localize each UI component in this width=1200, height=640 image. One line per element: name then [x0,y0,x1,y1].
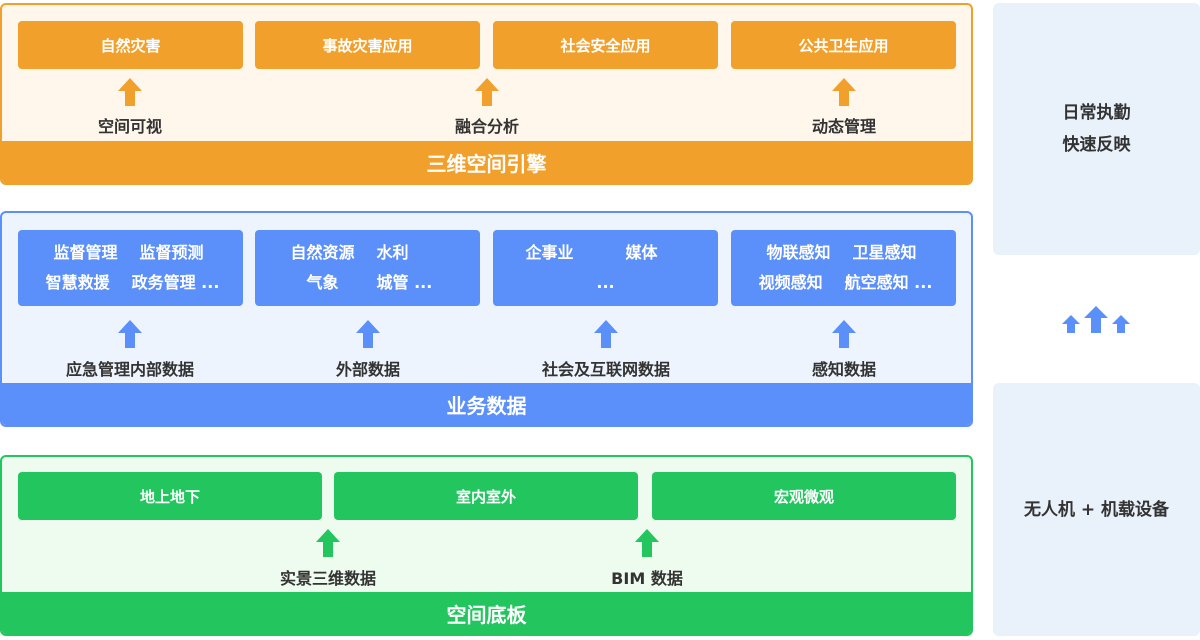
data-item: 水利 [376,243,409,262]
base-box-macro-micro: 宏观微观 [652,472,956,520]
base-box-above-below-ground: 地上地下 [18,472,322,520]
up-arrow-icon [356,320,380,348]
up-arrow-icon [118,320,142,348]
side-text-drone-equipment: 无人机 + 机载设备 [1023,499,1170,520]
data-item: 视频感知 [758,273,823,292]
caption-bim-data: BIM 数据 [611,569,683,588]
caption-sensing: 感知数据 [811,360,877,379]
caption-spatial-visual: 空间可视 [97,117,163,136]
data-box-emergency-internal: 监督管理 监督预测 智慧救援 政务管理 ... [18,230,243,306]
data-item: 监督管理 [53,243,118,262]
caption-social-internet: 社会及互联网数据 [541,360,671,379]
data-item: 航空感知 ... [844,273,933,292]
engine-layer: 自然灾害 事故灾害应用 社会安全应用 公共卫生应用 空间可视 融合分析 动态管理… [0,3,973,185]
up-arrow-icon [832,78,856,106]
app-box-public-health: 公共卫生应用 [731,21,956,69]
data-item: ... [596,273,615,292]
side-text-daily-duty: 日常执勤 [1062,103,1131,123]
up-arrow-icon [118,78,142,106]
app-box-natural-disaster: 自然灾害 [18,21,243,69]
data-item: 媒体 [625,243,658,262]
caption-fusion-analysis: 融合分析 [454,117,520,136]
up-arrow-icon [475,78,499,106]
side-panel-drone: 无人机 + 机载设备 [993,383,1200,636]
data-box-sensing: 物联感知 卫星感知 视频感知 航空感知 ... [731,230,956,306]
data-item: 监督预测 [139,243,204,262]
data-item: 卫星感知 [852,243,917,262]
business-data-layer-title: 业务数据 [2,383,971,425]
app-box-accident-disaster: 事故灾害应用 [255,21,480,69]
data-box-external: 自然资源 水利 气象 城管 ... [255,230,480,306]
spatial-base-layer-title: 空间底板 [2,592,971,634]
base-box-indoor-outdoor: 室内室外 [334,472,638,520]
engine-layer-title: 三维空间引擎 [2,141,971,183]
data-item: 物联感知 [766,243,831,262]
caption-emergency-internal: 应急管理内部数据 [65,360,195,379]
caption-dynamic-management: 动态管理 [811,117,877,136]
up-arrow-icon [832,320,856,348]
data-box-social-internet: 企事业 媒体 ... [493,230,718,306]
data-item: 城管 ... [376,273,433,292]
triple-up-arrow-icon [1062,306,1130,333]
caption-realistic-3d-data: 实景三维数据 [279,569,377,588]
up-arrow-icon [316,529,340,557]
business-data-layer: 监督管理 监督预测 智慧救援 政务管理 ... 自然资源 水利 气象 城管 ... 企事… [0,211,973,427]
side-text-quick-response: 快速反映 [1062,135,1131,155]
spatial-base-layer: 地上地下 室内室外 宏观微观 实景三维数据 BIM 数据 空间底板 [0,455,973,636]
caption-external: 外部数据 [335,360,401,379]
up-arrow-icon [635,529,659,557]
up-arrow-icon [594,320,618,348]
side-panel-duty: 日常执勤 快速反映 [993,3,1200,255]
data-item: 气象 [306,273,339,292]
data-item: 政务管理 ... [131,273,220,292]
app-box-social-security: 社会安全应用 [493,21,718,69]
data-item: 自然资源 [290,243,355,262]
data-item: 智慧救援 [45,273,110,292]
data-item: 企事业 [525,243,574,262]
